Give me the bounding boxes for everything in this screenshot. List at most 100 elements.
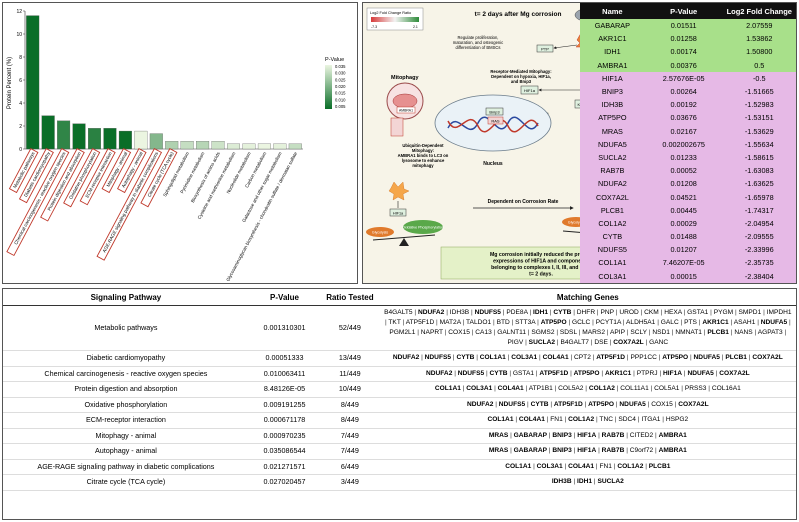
pathway-col-name: Signaling Pathway (3, 289, 249, 306)
gene-log2fc: 2.07559 (722, 19, 796, 33)
gene-token: PNP (600, 309, 614, 316)
pathway-ratio: 8/449 (320, 412, 380, 429)
gene-token: NDUFS5 (498, 400, 526, 408)
gene-token: BTD (496, 319, 510, 326)
gene-name: RAB7B (580, 164, 645, 178)
gene-token: PLCB1 (725, 354, 747, 362)
colorbar-tick: 0.030 (335, 71, 346, 76)
pathway-pvalue: 8.48126E-05 (248, 381, 321, 398)
gene-log2fc: -1.63625 (722, 177, 796, 191)
gene-log2fc: -1.51665 (722, 84, 796, 99)
gene-token: GABARAP (513, 447, 547, 455)
gene-token: SUCLA2 (528, 339, 556, 346)
highlight-box (79, 148, 116, 206)
y-tick-label: 12 (16, 9, 22, 15)
gene-pvalue: 0.02167 (644, 124, 723, 138)
log2-min: -7.3 (371, 25, 377, 29)
gene-log2fc: -1.53629 (722, 124, 796, 138)
gene-token: ATP5F1D (539, 369, 569, 377)
gene-token: NDUFA2 (392, 354, 420, 362)
hif1a-label: HIF1a (524, 88, 536, 93)
gene-token: CITED2 (629, 431, 654, 439)
gene-token: COL16A1 (711, 385, 741, 393)
pathway-pvalue: 0.021271571 (248, 459, 321, 475)
gene-token: GANC (649, 339, 669, 346)
gene-token: ATP5PO (588, 400, 615, 408)
log2-legend-title: Log2 Fold Change Ratio (370, 11, 411, 15)
highlight-box (6, 148, 70, 257)
gene-token: NDUFS5 (474, 309, 501, 316)
highlight-box (96, 148, 163, 261)
gene-token: PIGV (507, 339, 524, 346)
gene-col-pvalue: P-Value (644, 3, 723, 19)
gene-token: C9orf72 (629, 447, 654, 455)
y-tick-label: 8 (19, 55, 22, 61)
colorbar-tick: 0.005 (335, 104, 346, 109)
gene-log2fc: -2.43870 (722, 282, 796, 283)
gene-token: AMBRA1 (658, 447, 687, 455)
gene-token: PTPRJ (636, 369, 658, 377)
gene-token: COL1A2 (617, 462, 644, 470)
y-tick-label: 0 (19, 147, 22, 153)
gene-log2fc: -1.74317 (722, 203, 796, 217)
gene-token: IMPDH1 (766, 309, 792, 316)
gene-token: AMBRA1 (658, 431, 687, 439)
pathway-name: Diabetic cardiomyopathy (3, 350, 249, 367)
gene-token: COL5A2 (558, 385, 584, 393)
gene-pvalue: 0.00192 (644, 98, 723, 112)
colorbar-tick: 0.035 (335, 64, 346, 69)
gene-pvalue: 0.00015 (644, 269, 723, 283)
gene-token: NDUFA5 (693, 354, 720, 362)
gene-pvalue: 0.01511 (644, 19, 723, 33)
gene-name: NDUFS5 (580, 243, 645, 257)
bar-9 (165, 141, 179, 150)
gene-token: COL3A1 (466, 385, 493, 393)
gene-pvalue: 0.00445 (644, 203, 723, 217)
colorbar-tick: 0.010 (335, 97, 346, 102)
gene-token: SDC4 (618, 416, 636, 424)
gene-token: COL5A1 (654, 385, 680, 393)
gene-log2fc: 1.53862 (722, 32, 796, 46)
gene-table-header: Name P-Value Log2 Fold Change (580, 3, 796, 19)
highlight-box (18, 148, 54, 204)
pathway-pvalue: 0.035086544 (248, 443, 321, 460)
gene-token: FN1 (550, 416, 563, 424)
pathway-name: Mitophagy - animal (3, 428, 249, 444)
ambra1-vertical-box (390, 117, 404, 137)
gene-token: TALDO1 (466, 319, 492, 326)
pathway-pvalue: 0.027020457 (248, 474, 321, 491)
gene-token: PLCB1 (648, 462, 671, 470)
gene-token: COX15 (448, 329, 470, 336)
regulate-text: Regulate proliferation,maturation, and o… (453, 35, 504, 50)
colorbar-gradient (325, 65, 332, 109)
bar-series (26, 15, 302, 150)
pathway-ratio: 3/449 (320, 474, 380, 491)
gene-token: NDUFA5 (687, 369, 714, 377)
bnip3-box (485, 107, 504, 116)
gene-token: ATP5F1D (405, 319, 435, 326)
gene-log2fc: -1.63083 (722, 164, 796, 178)
bar-3 (72, 123, 86, 150)
pathway-name: ECM-receptor interaction (3, 412, 249, 429)
bar-8 (149, 133, 163, 150)
gene-token: NDUFA2 (425, 369, 453, 377)
pathway-pvalue: 0.010063411 (248, 366, 321, 382)
pathway-table-header: Signaling Pathway P-Value Ratio Tested M… (3, 289, 796, 306)
low-ros-bottom-icon (388, 181, 410, 201)
gene-token: PLCB1 (707, 329, 729, 336)
gene-token: PPP1CC (630, 354, 657, 362)
oxphos-left (403, 220, 443, 234)
ras-nuclear-label: RAS (491, 119, 500, 124)
colorbar-title: P-Value (325, 57, 344, 63)
gene-token: AGPAT3 (757, 329, 783, 336)
pathway-matching-genes: MRAS | GABARAP | BNIP3 | HIF1A | RAB7B |… (379, 443, 796, 460)
gene-name: IDH3B (580, 98, 645, 112)
